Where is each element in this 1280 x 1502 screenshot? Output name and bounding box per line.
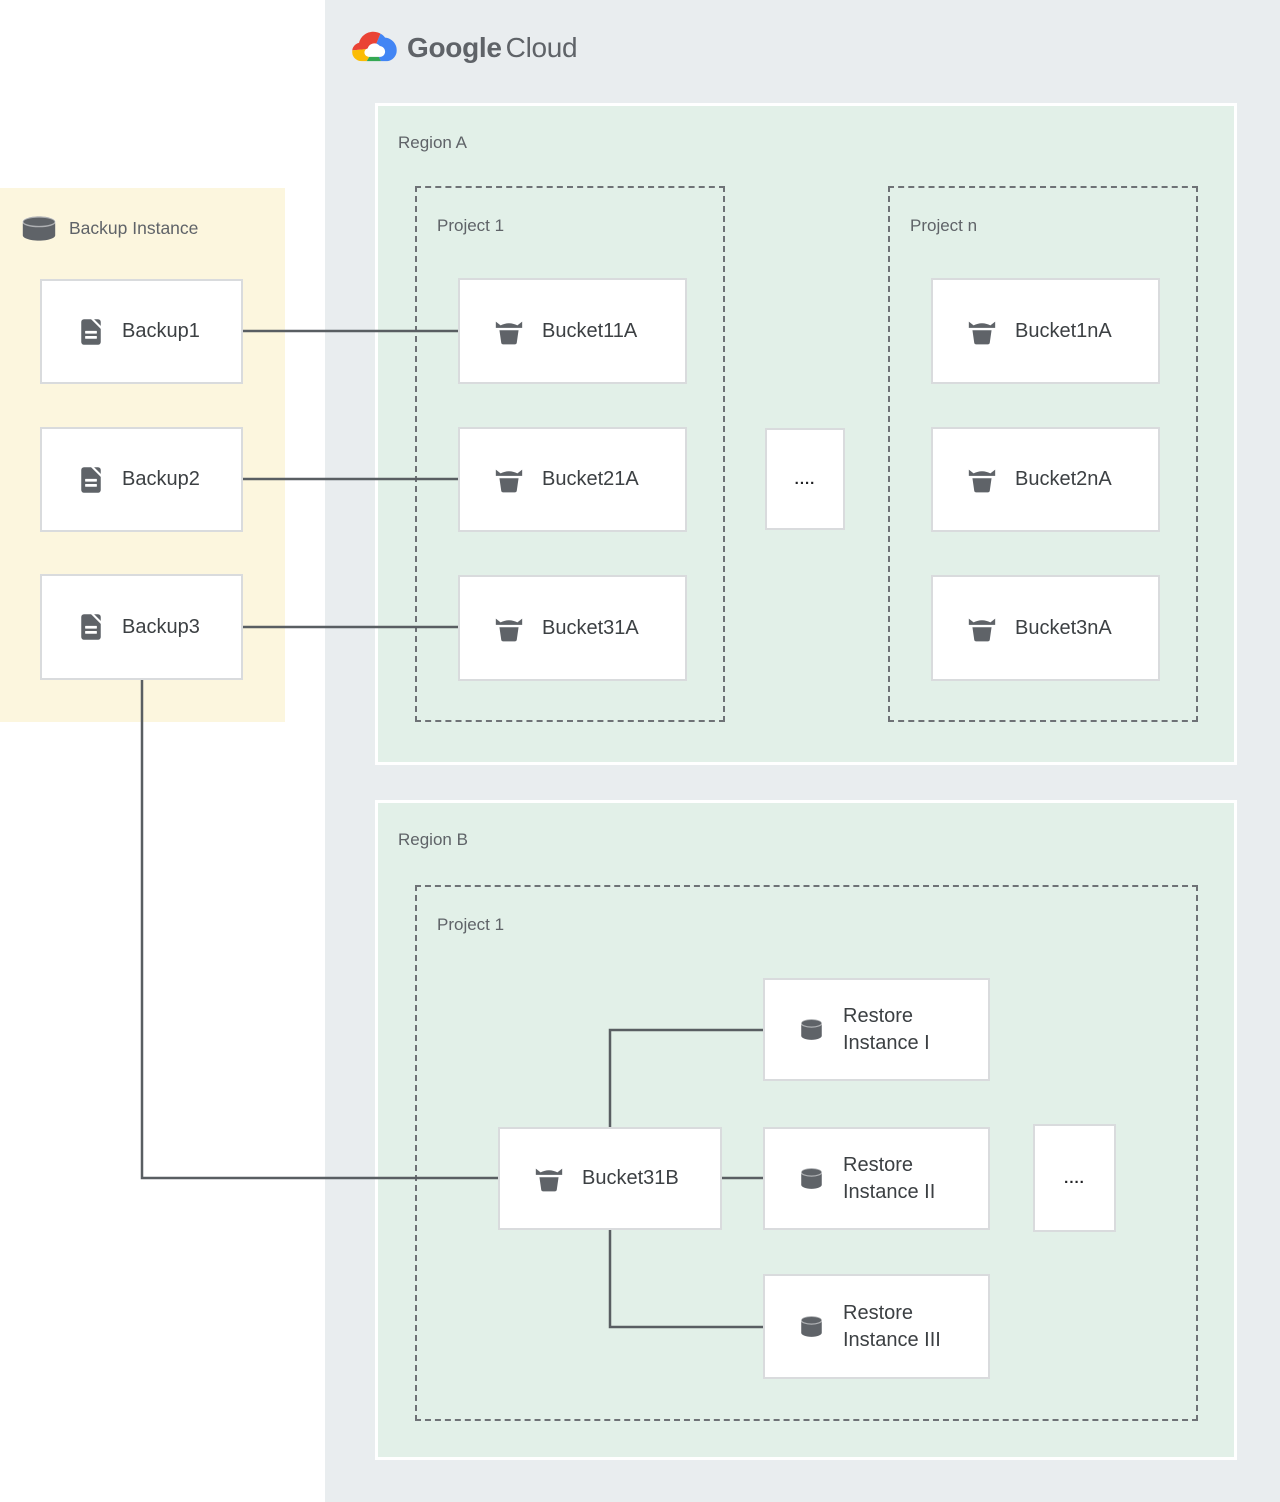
restore-instance-3-node: Restore Instance III: [763, 1274, 990, 1379]
storage-bucket-icon: [532, 1163, 566, 1194]
bucket21a-label: Bucket21A: [542, 468, 639, 491]
google-cloud-logo-icon: [352, 31, 397, 62]
bucket11a-node: Bucket11A: [458, 278, 687, 384]
backup2-label: Backup2: [122, 468, 200, 491]
database-icon: [22, 216, 56, 241]
restore-instance-2-node: Restore Instance II: [763, 1127, 990, 1230]
region-b-project-1-label: Project 1: [437, 915, 505, 934]
restore-instance-1-node: Restore Instance I: [763, 978, 990, 1081]
restore-instance-3-label: Restore Instance III: [843, 1302, 941, 1351]
backup-instance-title: Backup Instance: [20, 215, 198, 242]
region-a-project-n-box: Project n: [888, 186, 1198, 722]
storage-bucket-icon: [965, 464, 999, 495]
storage-bucket-icon: [965, 316, 999, 347]
bucket3na-label: Bucket3nA: [1015, 616, 1112, 639]
bucket2na-label: Bucket2nA: [1015, 468, 1112, 491]
bucket31a-label: Bucket31A: [542, 616, 639, 639]
database-icon: [795, 1312, 828, 1341]
storage-bucket-icon: [492, 316, 526, 347]
bucket31a-node: Bucket31A: [458, 575, 687, 681]
document-icon: [76, 316, 106, 347]
region-a-project-1-label: Project 1: [437, 216, 505, 235]
region-a-label: Region A: [398, 133, 467, 152]
backup1-label: Backup1: [122, 320, 200, 343]
bucket11a-label: Bucket11A: [542, 319, 638, 342]
region-b-ellipsis-node: ....: [1033, 1124, 1116, 1232]
bucket1na-label: Bucket1nA: [1015, 319, 1112, 342]
region-a-project-1-box: Project 1: [415, 186, 725, 722]
bucket31b-label: Bucket31B: [582, 1167, 679, 1190]
region-b-label: Region B: [398, 830, 468, 849]
bucket21a-node: Bucket21A: [458, 427, 687, 532]
bucket2na-node: Bucket2nA: [931, 427, 1160, 532]
logo-word-cloud: Cloud: [505, 32, 578, 63]
database-icon: [795, 1015, 828, 1044]
bucket3na-node: Bucket3nA: [931, 575, 1160, 681]
storage-bucket-icon: [492, 613, 526, 644]
document-icon: [76, 612, 106, 642]
storage-bucket-icon: [965, 613, 999, 644]
document-icon: [76, 464, 106, 495]
restore-instance-1-label: Restore Instance I: [843, 1005, 930, 1054]
logo-word-google: Google: [407, 32, 502, 63]
bucket1na-node: Bucket1nA: [931, 278, 1160, 384]
restore-instance-2-label: Restore Instance II: [843, 1154, 936, 1203]
backup3-label: Backup3: [122, 615, 200, 638]
bucket31b-node: Bucket31B: [498, 1127, 722, 1230]
backup-instance-title-label: Backup Instance: [69, 218, 199, 238]
region-a-project-n-label: Project n: [910, 216, 978, 235]
backup3-node: Backup3: [40, 574, 243, 680]
backup2-node: Backup2: [40, 427, 243, 532]
region-a-ellipsis-node: ....: [765, 428, 845, 530]
database-icon: [795, 1164, 828, 1193]
backup1-node: Backup1: [40, 279, 243, 384]
storage-bucket-icon: [492, 464, 526, 495]
